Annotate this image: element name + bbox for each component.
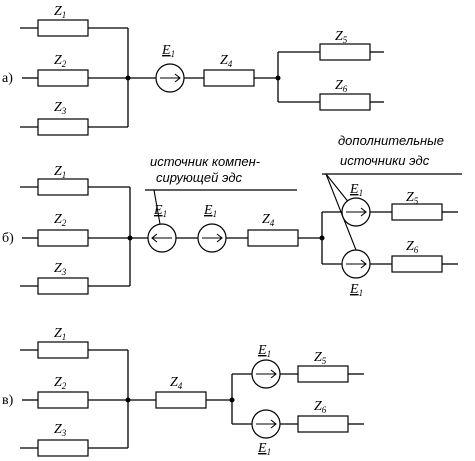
impedance-z3-a (37, 118, 89, 136)
label-part-b: б) (2, 231, 14, 246)
note-additional-2: источники эдс (340, 153, 430, 168)
impedance-z1-v (37, 341, 89, 359)
svg-text:Z5: Z5 (314, 350, 327, 366)
circuit-v: в) Z1 Z2 Z3 Z4 E1 E1 Z5 Z6 (2, 326, 364, 457)
svg-text:Z6: Z6 (406, 239, 419, 255)
svg-text:E1: E1 (161, 43, 175, 59)
impedance-z5-a (319, 43, 371, 61)
svg-text:Z3: Z3 (54, 100, 67, 116)
impedance-z5-b (391, 203, 443, 221)
impedance-z4-a (203, 69, 255, 87)
svg-text:Z2: Z2 (54, 375, 67, 391)
impedance-z2-a (37, 69, 89, 87)
impedance-z5-v (297, 365, 349, 383)
svg-text:Z4: Z4 (170, 375, 183, 391)
svg-text:E1: E1 (257, 343, 271, 359)
svg-text:E1: E1 (257, 441, 271, 457)
note-compensating-2: сирующей эдс (156, 170, 243, 185)
svg-text:Z5: Z5 (335, 29, 348, 45)
svg-text:Z3: Z3 (54, 422, 67, 438)
label-part-a: а) (2, 71, 13, 86)
svg-text:E1: E1 (349, 282, 363, 298)
impedance-z4-b (247, 229, 299, 247)
svg-text:E1: E1 (203, 203, 217, 219)
impedance-z6-b (391, 255, 443, 273)
circuit-a: а) Z1 Z2 Z3 E1 Z4 Z5 Z6 (2, 4, 384, 136)
svg-text:Z1: Z1 (54, 164, 66, 180)
svg-text:Z2: Z2 (54, 53, 67, 69)
circuit-b: б) Z1 Z2 Z3 E1 E1 Z4 источник компен- (2, 133, 462, 298)
svg-text:Z4: Z4 (262, 212, 275, 228)
svg-text:Z6: Z6 (314, 399, 327, 415)
impedance-z2-v (37, 391, 89, 409)
impedance-z2-b (37, 229, 89, 247)
svg-text:Z3: Z3 (54, 261, 67, 277)
svg-text:E1: E1 (153, 203, 167, 219)
svg-text:E1: E1 (349, 182, 363, 198)
note-additional-1: дополнительные (338, 133, 444, 148)
impedance-z1-b (37, 178, 89, 196)
impedance-z1-a (37, 19, 89, 37)
impedance-z6-v (297, 415, 349, 433)
note-compensating-1: источник компен- (150, 154, 261, 169)
svg-text:Z6: Z6 (335, 78, 348, 94)
label-part-v: в) (2, 393, 14, 408)
svg-text:Z4: Z4 (220, 53, 233, 69)
impedance-z6-a (319, 93, 371, 111)
svg-text:Z1: Z1 (54, 4, 66, 20)
svg-text:Z1: Z1 (54, 326, 66, 342)
impedance-z3-v (37, 439, 89, 457)
svg-text:Z5: Z5 (406, 190, 419, 206)
svg-text:Z2: Z2 (54, 212, 67, 228)
impedance-z4-v (155, 391, 207, 409)
impedance-z3-b (37, 277, 89, 295)
